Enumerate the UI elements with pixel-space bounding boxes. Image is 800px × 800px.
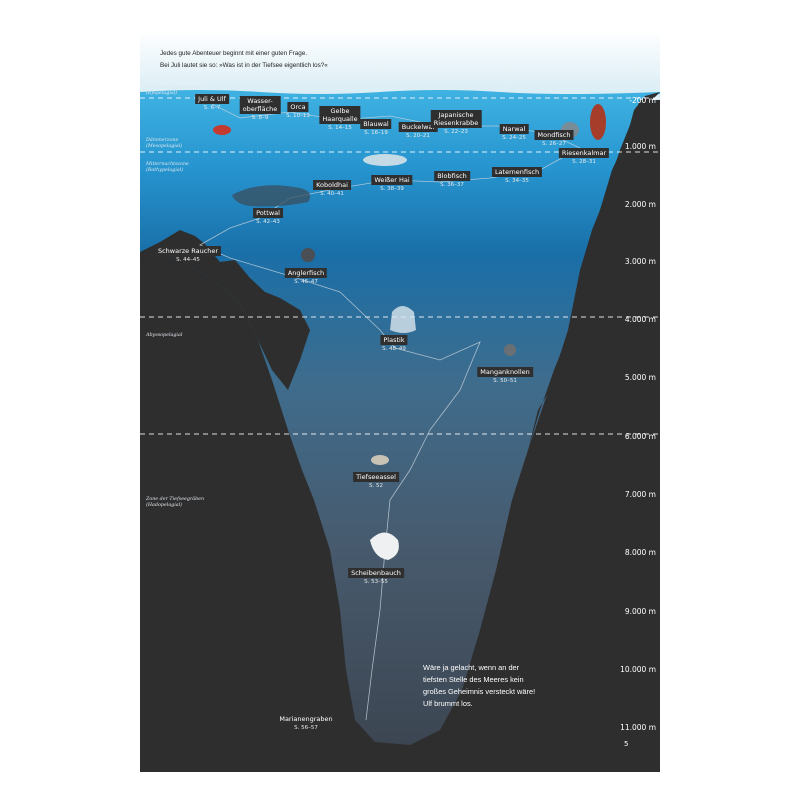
station-label: Anglerfisch [284, 268, 328, 278]
depth-label: 9.000 m [624, 607, 656, 616]
page-number: 5 [624, 740, 629, 748]
depth-label: 8.000 m [624, 548, 656, 557]
station-label: Scheibenbauch [348, 568, 404, 578]
closing-text: Wäre ja gelacht, wenn an der tiefsten St… [423, 663, 536, 708]
depth-label: 11.000 m [620, 723, 656, 732]
station-label: Blobfisch [434, 171, 470, 181]
seafloor-right [528, 92, 660, 450]
station-pages: S. 44–45 [176, 257, 200, 263]
station-pages: S. 26–27 [542, 141, 566, 147]
submarine-silhouette [213, 125, 231, 135]
station-pages: S. 10–13 [286, 113, 310, 119]
station-label: Narwal [499, 124, 529, 134]
depth-label: 10.000 m [620, 665, 656, 674]
intro-line-2: Bei Juli lautet sie so: »Was ist in der … [160, 62, 328, 69]
station-label: Pottwal [253, 208, 283, 218]
station-label: Laternenfisch [491, 167, 543, 177]
shark-silhouette [363, 154, 407, 166]
book-page: Jedes gute Abenteuer beginnt mit einer g… [140, 30, 660, 772]
whale-silhouette [232, 185, 311, 207]
isopod [371, 455, 389, 465]
station-pages: S. 28–31 [572, 159, 596, 165]
snailfish [370, 532, 399, 560]
intro-line-1: Jedes gute Abenteuer beginnt mit einer g… [160, 50, 308, 57]
zone-mesopelagial: Dämmerzone(Mesopelagial) [146, 138, 183, 149]
station-pages: S. 53–55 [364, 579, 388, 585]
depth-label: 3.000 m [624, 257, 656, 266]
sky [140, 30, 660, 100]
station-label: Riesenkalmar [558, 148, 610, 158]
station-pages: S. 52 [369, 483, 383, 489]
depth-label: 6.000 m [624, 432, 656, 441]
station-pages: S. 56–57 [294, 725, 318, 731]
station-pages: S. 38–39 [380, 186, 404, 192]
depth-label: 1.000 m [624, 142, 656, 151]
station-label: Marianengraben [276, 714, 336, 724]
station-pages: S. 36–37 [440, 182, 464, 188]
station-label: Schwarze Raucher [154, 246, 222, 256]
station-pages: S. 20–21 [406, 133, 430, 139]
depth-label: 5.000 m [624, 373, 656, 382]
station-label: Buckelwal [398, 122, 438, 132]
manganese-nodules [504, 344, 516, 356]
zone-abyssopelagial: Abyssopelagial [146, 333, 183, 338]
station-label: Koboldhai [313, 180, 351, 190]
station-label: Weißer Hai [371, 175, 413, 185]
station-pages: S. 6–7 [203, 105, 221, 111]
depth-label: 4.000 m [624, 315, 656, 324]
station-pages: S. 34–35 [505, 178, 529, 184]
station-pages: S. 42–43 [256, 219, 280, 225]
squid-silhouette [590, 104, 606, 140]
station-pages: S. 24–25 [502, 135, 526, 141]
seafloor-ridge [140, 230, 310, 390]
station-pages: S. 40–41 [320, 191, 344, 197]
zone-epipelagial: Lichtdurchflutete Zone(Epipelagial) [146, 85, 203, 96]
zone-hadopelagial: Zone der Tiefseegräben(Hadopelagial) [146, 497, 205, 508]
station-pages: S. 46–47 [294, 279, 318, 285]
station-pages: S. 48–49 [382, 346, 406, 352]
station-label: Tiefseeassel [353, 472, 399, 482]
depth-label: -200 m [629, 96, 656, 105]
station-pages: S. 22–23 [444, 129, 468, 135]
station-label: Wasser-oberfläche [239, 96, 281, 114]
station-label: Juli & Ulf [195, 94, 229, 104]
station-label: Manganknollen [477, 367, 533, 377]
ocean-cross-section [140, 30, 660, 772]
station-label: Plastik [380, 335, 408, 345]
depth-label: 2.000 m [624, 200, 656, 209]
ocean-water [140, 90, 660, 745]
station-pages: S. 8–9 [251, 115, 269, 121]
zone-bathypelagial: Mitternachtszone(Bathypelagial) [146, 162, 189, 173]
station-label: Mondfisch [534, 130, 574, 140]
station-pages: S. 16–19 [364, 130, 388, 136]
station-pages: S. 14–15 [328, 125, 352, 131]
anglerfish [301, 248, 315, 262]
station-pages: S. 50–51 [493, 378, 517, 384]
station-label: Orca [287, 102, 309, 112]
station-label: Blauwal [360, 119, 392, 129]
depth-label: 7.000 m [624, 490, 656, 499]
plastic-bag [390, 306, 416, 333]
